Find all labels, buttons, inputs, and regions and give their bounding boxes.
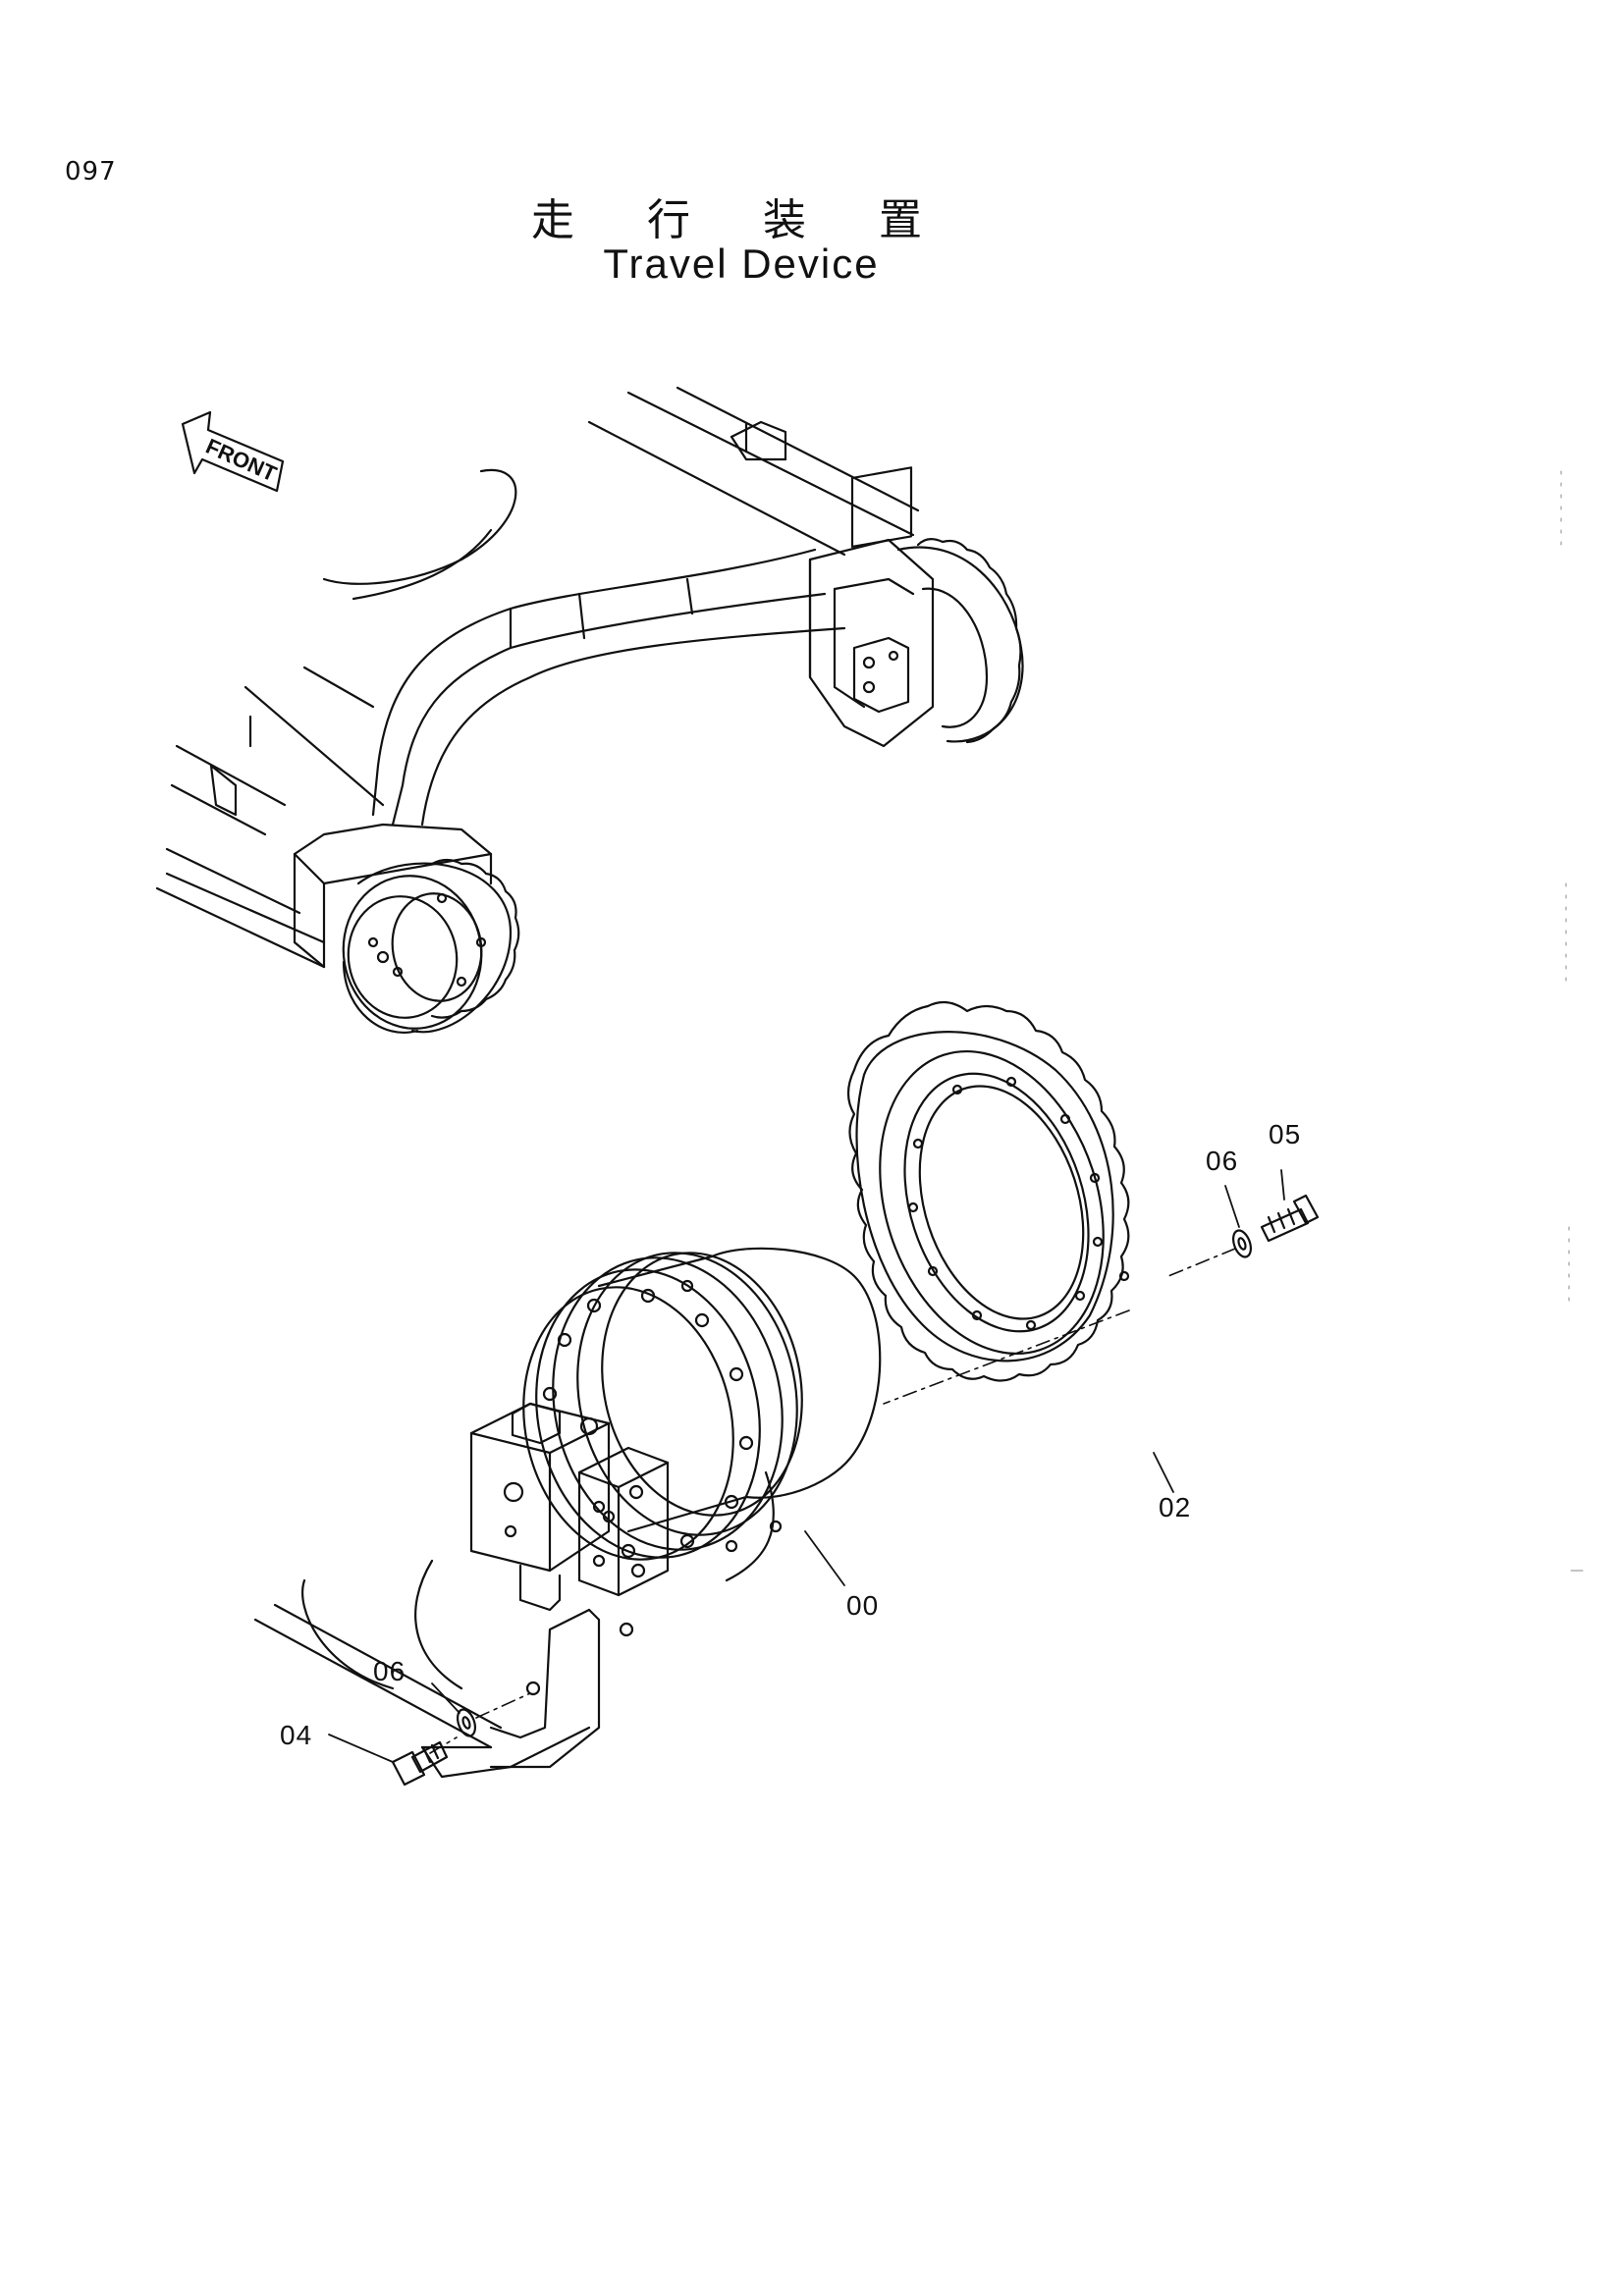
valve-block — [469, 1402, 670, 1612]
front-arrow-icon: FRONT — [181, 410, 285, 493]
assembly-lines — [429, 1248, 1236, 1754]
bolt-05 — [1260, 1194, 1320, 1243]
travel-motor-00 — [522, 1247, 882, 1582]
frame-bracket — [253, 1559, 634, 1779]
title-japanese: 走 行 装 置 — [531, 195, 951, 245]
page-number: 097 — [65, 157, 117, 187]
sprocket-02 — [846, 1000, 1130, 1382]
leader-lines — [328, 1169, 1285, 1763]
washer-06-frame — [456, 1708, 477, 1737]
callout-06-frame: 06 — [373, 1656, 406, 1686]
callout-04: 04 — [280, 1720, 312, 1750]
washer-06-sprocket — [1231, 1229, 1253, 1258]
front-label: FRONT — [202, 434, 281, 487]
callout-05: 05 — [1269, 1119, 1301, 1149]
callout-02: 02 — [1159, 1492, 1191, 1522]
undercarriage-frame — [155, 386, 935, 969]
callout-00: 00 — [846, 1590, 879, 1621]
bolt-04 — [391, 1740, 449, 1787]
title-english: Travel Device — [603, 240, 880, 287]
upper-left-sprocket — [342, 858, 520, 1034]
scan-edge-marks — [1560, 470, 1584, 1572]
callout-06-sprocket: 06 — [1206, 1146, 1238, 1176]
upper-right-sprocket — [850, 466, 1024, 744]
